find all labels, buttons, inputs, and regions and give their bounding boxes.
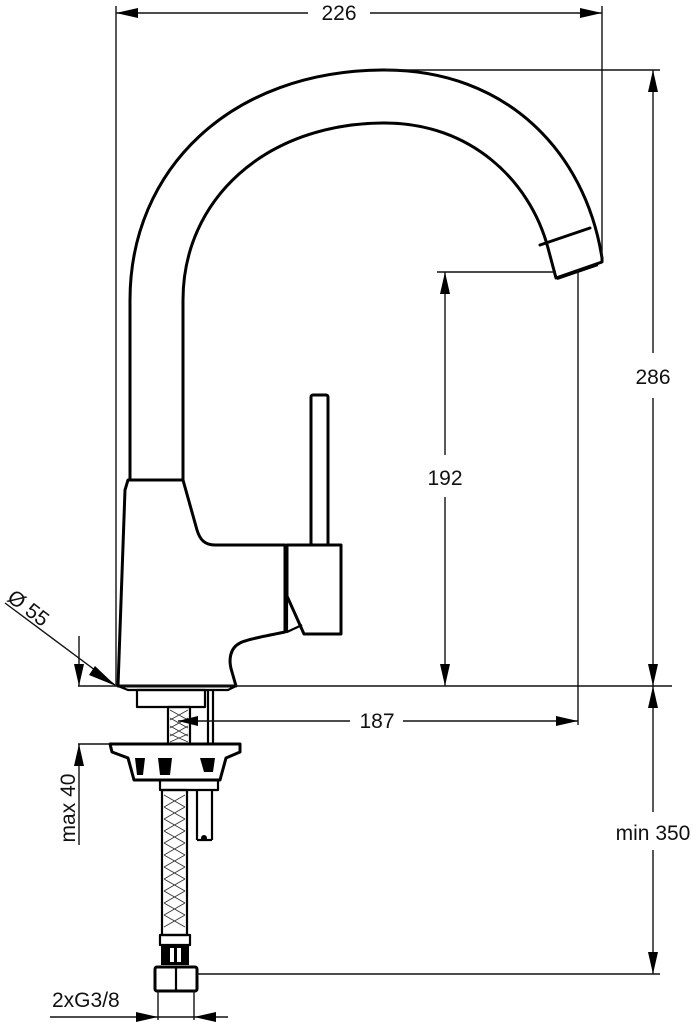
dimension-overall-width: 226 [116,2,602,25]
width-label: 226 [321,2,356,25]
extension-lines [78,6,660,1020]
lever-housing [285,543,343,636]
hose-lower [160,788,189,937]
crimp-slot-2 [177,948,181,962]
spout-reach-label: 187 [359,710,394,733]
height-label: 286 [635,366,670,389]
hose-ferrule [158,933,192,947]
plate-tab-mid [158,758,172,775]
hose-upper [166,705,192,746]
dimension-min-hose: min 350 [616,686,691,974]
hose-braid [163,709,189,928]
base-collar [135,688,207,709]
lever-housing-inner [285,596,303,634]
plate-collar [158,778,220,792]
dimension-spout-reach: 187 [178,710,578,733]
supply-hose [153,705,199,993]
dimension-outlet-height: 192 [427,272,463,686]
min-hose-label: min 350 [616,822,691,845]
crimp-slot-1 [170,948,174,962]
faucet-outline [116,68,604,688]
dimension-max-deck: max 40 [57,636,84,845]
mounting-plate [108,742,242,782]
faucet-body [116,478,287,688]
spout-inner-curve [181,121,550,482]
threaded-stud [206,690,215,745]
dimension-overall-height: 286 [635,70,671,686]
thread-label: 2xG3/8 [52,989,120,1012]
dimension-base-diameter: Ø 55 [3,586,116,686]
plate-tab-left [135,758,145,775]
max-deck-label: max 40 [57,774,80,843]
lever-handle [309,393,330,547]
hose-crimp [161,945,189,965]
spout-outer-curve [128,68,604,482]
aerator [538,226,604,280]
stud-end [201,835,207,841]
diameter-label: Ø 55 [3,586,53,632]
outlet-height-label: 192 [427,467,462,490]
dimension-thread: 2xG3/8 [50,989,228,1022]
stud-lower [195,790,214,842]
plate-tab-right [200,758,215,772]
